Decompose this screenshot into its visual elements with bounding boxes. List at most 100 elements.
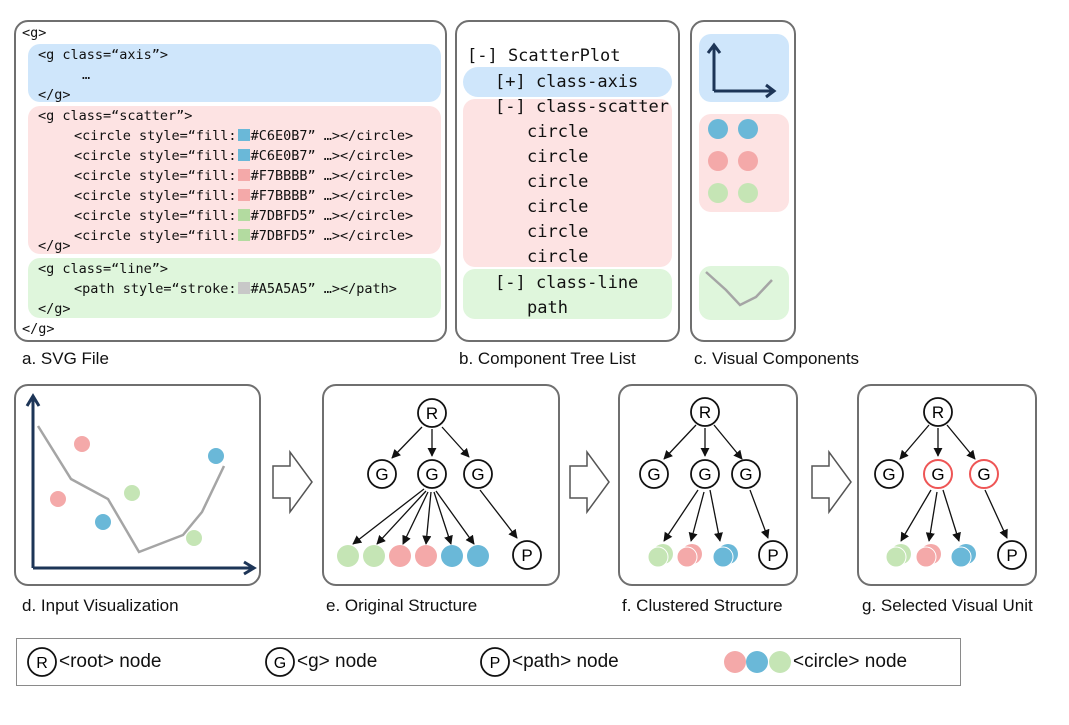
legend: R G P <root> node <g> node <path> node <… <box>16 638 961 686</box>
scatter-group-band <box>28 106 441 254</box>
input-visualization-graphic <box>25 393 257 576</box>
legend-g-letter: G <box>274 655 286 672</box>
svg-file-caption: a. SVG File <box>22 349 109 368</box>
legend-green-circle-icon <box>769 651 791 673</box>
green-circle-cluster <box>885 546 907 568</box>
code-line: <g> <box>22 25 47 41</box>
svg-file-panel: <g> <g class=“axis”> … </g> <g class=“sc… <box>14 20 447 342</box>
node-label: G <box>931 465 944 484</box>
g-node <box>417 459 447 489</box>
clustered-structure-panel: R G G G P <box>618 384 798 586</box>
input-axes <box>25 393 257 576</box>
axis-tree-band <box>463 67 672 97</box>
color-swatch <box>237 169 250 181</box>
selected-visual-unit-graphic: R G G G P <box>874 397 1027 570</box>
path-node <box>758 540 788 570</box>
blue-circle-cluster <box>950 546 972 568</box>
tree-item-circle[interactable]: circle <box>527 197 589 217</box>
tree-item-class-axis[interactable]: [+] class-axis <box>495 72 639 92</box>
code-line: <circle style=“fill:#F7BBBB” …></circle> <box>74 168 414 184</box>
color-swatch <box>237 149 250 161</box>
tree-item-circle[interactable]: circle <box>527 247 589 267</box>
code-line: </g> <box>38 301 71 317</box>
tree-item-class-line[interactable]: [-] class-line <box>495 273 639 293</box>
input-line-path <box>36 425 226 554</box>
legend-g-label: <g> node <box>297 651 378 672</box>
root-node <box>923 397 953 427</box>
tree-root-item[interactable]: [-] ScatterPlot <box>467 46 621 66</box>
blue-point <box>95 514 111 530</box>
g-node <box>874 459 904 489</box>
node-label: G <box>375 465 388 484</box>
root-node <box>690 397 720 427</box>
legend-root-label: <root> node <box>59 651 162 672</box>
selected-g-node <box>923 459 953 489</box>
flow-arrow-icon <box>272 449 313 515</box>
red-point <box>50 491 66 507</box>
node-label: G <box>471 465 484 484</box>
red-circle-node <box>415 545 437 567</box>
code-line: </g> <box>38 87 71 103</box>
blue-circle-cluster <box>712 546 734 568</box>
node-label: G <box>882 465 895 484</box>
color-swatch <box>237 129 250 141</box>
code-line: </g> <box>22 321 55 337</box>
line-tree-band <box>463 269 672 319</box>
node-label: G <box>739 465 752 484</box>
axis-component <box>706 42 777 99</box>
red-point <box>74 436 90 452</box>
green-circle <box>708 183 728 203</box>
legend-blue-circle-icon <box>746 651 768 673</box>
node-label: P <box>1006 546 1017 565</box>
code-line: </g> <box>38 238 71 254</box>
tree-item-circle[interactable]: circle <box>527 122 589 142</box>
component-tree-panel: [-] ScatterPlot [+] class-axis [-] class… <box>455 20 680 342</box>
path-node <box>997 540 1027 570</box>
visual-components-graphic <box>699 34 789 320</box>
code-line: <circle style=“fill:#7DBFD5” …></circle> <box>74 228 414 244</box>
node-label: P <box>521 546 532 565</box>
blue-circle-node <box>467 545 489 567</box>
visual-components-panel <box>690 20 796 342</box>
green-circle-node <box>337 545 359 567</box>
scatter-tree-band <box>463 99 672 267</box>
legend-root-letter: R <box>36 655 48 672</box>
tree-item-circle[interactable]: circle <box>527 222 589 242</box>
color-swatch <box>237 209 250 221</box>
line-component-band <box>699 266 789 320</box>
original-structure-graphic: R G G G P <box>337 398 542 570</box>
flow-arrow-icon <box>569 449 610 515</box>
selected-g-node <box>969 459 999 489</box>
code-line: <g class=“axis”> <box>38 47 169 63</box>
blue-circle-node <box>441 545 463 567</box>
legend-circle-label: <circle> node <box>793 651 908 672</box>
node-label: P <box>767 546 778 565</box>
g-node <box>367 459 397 489</box>
legend-path-letter: P <box>490 655 501 672</box>
node-label: R <box>426 404 438 423</box>
color-swatch <box>237 189 250 201</box>
root-node <box>417 398 447 428</box>
selected-visual-unit-caption: g. Selected Visual Unit <box>862 596 1033 615</box>
green-point <box>186 530 202 546</box>
legend-g-icon <box>265 647 295 677</box>
original-structure-panel: R G G G P <box>322 384 560 586</box>
green-point <box>124 485 140 501</box>
axis-group-band <box>28 44 441 102</box>
tree-item-circle[interactable]: circle <box>527 147 589 167</box>
g-node <box>690 459 720 489</box>
red-circle <box>738 151 758 171</box>
clustered-structure-graphic: R G G G P <box>639 397 788 570</box>
red-circle-cluster <box>915 546 937 568</box>
tree-item-circle[interactable]: circle <box>527 172 589 192</box>
tree-item-class-scatter[interactable]: [-] class-scatter <box>495 97 669 117</box>
code-line: <circle style=“fill:#C6E0B7” …></circle> <box>74 128 414 144</box>
legend-red-circle-icon <box>724 651 746 673</box>
original-structure-caption: e. Original Structure <box>326 596 478 615</box>
code-line: <g class=“scatter”> <box>38 108 193 124</box>
red-circle-cluster <box>676 546 698 568</box>
blue-circle <box>708 119 728 139</box>
green-circle <box>738 183 758 203</box>
flow-arrow-icon <box>811 449 852 515</box>
tree-item-path[interactable]: path <box>527 298 568 318</box>
